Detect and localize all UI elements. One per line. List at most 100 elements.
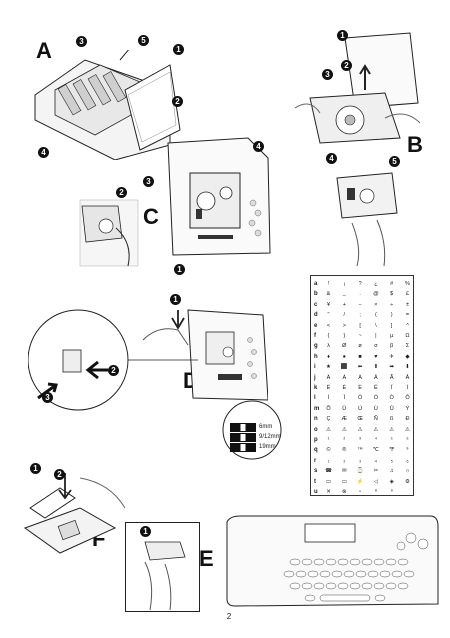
char-table-cell: Ò (389, 395, 394, 402)
char-table-row-label: r (314, 457, 317, 464)
char-table-cell: ⬇ (405, 364, 410, 371)
char-table-cell: ? (358, 281, 362, 287)
char-table-cell: ◁ (373, 478, 378, 485)
char-table-row-label: l (314, 395, 316, 402)
char-table-cell: Ø (342, 343, 347, 350)
char-table-cell: ▫ (359, 489, 362, 495)
char-table-cell: µ (390, 333, 394, 339)
char-table-cell (402, 486, 413, 498)
char-table-cell: ⁹ (406, 447, 409, 454)
char-table-row: a!¡?¿#% (311, 278, 415, 290)
char-table-cell: ■ (358, 353, 362, 360)
section-letter-c: C (143, 204, 159, 229)
char-table-cell: Ë (326, 385, 331, 391)
char-table-cell: ⁵ (390, 437, 393, 443)
char-table-row-label: o (314, 426, 318, 433)
char-table-cell: ⬛ (340, 364, 348, 371)
illustration-b-cassette-removal (294, 32, 421, 144)
illustration-e-keyboard (225, 515, 439, 607)
tape-width-19mm: 19mm (230, 443, 276, 452)
tape-swatch (230, 443, 256, 452)
char-table-row-label: g (314, 343, 318, 350)
char-table-cell: # (390, 281, 394, 287)
special-characters-table: a!¡?¿#%b&_.@$£c¥+−×÷±d"/;()=e<>[\]^f{}~|… (310, 275, 414, 496)
tape-width-label: 19mm (259, 444, 276, 450)
char-table-cell: À (358, 374, 362, 381)
char-table-cell: × (374, 301, 378, 308)
char-table-cell: ⚠ (389, 426, 395, 433)
char-table-row-label: m (314, 405, 320, 412)
char-table-cell: ¥ (326, 301, 331, 308)
char-table-cell: ] (390, 322, 393, 329)
char-table-cell: Σ (405, 343, 410, 350)
char-table-cell: λ (327, 343, 330, 350)
char-table-row: t▭▭⚡◁◈⚙ (311, 476, 415, 488)
char-table-row: e<>[\]^ (311, 320, 415, 332)
illustration-e-cut-lever (125, 522, 200, 612)
char-table-cell: ø (358, 343, 362, 350)
char-table-cell: ⊗ (341, 489, 347, 495)
illustration-d-tape-cut (28, 309, 268, 411)
char-table-cell: ⚠ (373, 426, 379, 433)
char-table-cell: . (359, 291, 361, 298)
char-table-cell: ◈ (389, 478, 394, 485)
char-table-cell: Å (405, 374, 410, 381)
tape-width-6mm: 6mm (230, 423, 272, 432)
char-table-cell: _ (342, 291, 346, 298)
callout-a-5: 5 (138, 35, 149, 46)
callout-a-1: 1 (173, 44, 184, 55)
char-table-cell: Ï (390, 385, 393, 391)
page-number: 2 (226, 612, 232, 621)
callout-c-2: 2 (116, 187, 127, 198)
callout-a-2: 2 (172, 96, 183, 107)
char-table-cell: ₃ (358, 457, 362, 464)
char-table-cell: σ (374, 343, 378, 350)
char-table-cell: ⁹ (390, 489, 393, 495)
char-table-cell: Ù (373, 405, 378, 412)
char-table-cell: > (342, 322, 346, 329)
char-table-cell: Û (389, 405, 394, 412)
char-table-cell: ™ (357, 447, 363, 454)
char-table-cell: ℉ (389, 447, 395, 454)
section-letter-e: E (199, 546, 214, 571)
char-table-cell: Ì (327, 395, 330, 402)
char-table-cell: Î (343, 395, 346, 402)
char-table-cell: ⚠ (357, 426, 363, 433)
char-table-cell: ♦ (327, 353, 330, 360)
char-table-cell: ✈ (389, 353, 394, 360)
char-table-cell: ^ (406, 322, 409, 329)
illustration-a-battery-compartment (34, 50, 181, 160)
char-table-row-label: c (314, 301, 318, 308)
char-table-cell: ✉ (341, 468, 347, 475)
char-table-cell: ₂ (343, 457, 346, 464)
char-table-cell: Õ (326, 405, 331, 412)
char-table-cell: Ç (326, 416, 331, 423)
tape-swatch (230, 423, 256, 432)
callout-f-2: 2 (54, 469, 65, 480)
callout-b-2: 2 (341, 60, 352, 71)
char-table-cell: Ã (389, 374, 394, 381)
char-table-cell: [ (359, 322, 361, 329)
char-table-cell: É (342, 385, 347, 391)
callout-e-1: 1 (140, 526, 151, 537)
char-table-cell: ♥ (374, 353, 378, 360)
char-table-row-label: i (314, 364, 316, 371)
char-table-row-label: b (314, 291, 318, 298)
char-table-cell: ₆ (406, 457, 409, 464)
char-table-cell: ! (327, 281, 330, 287)
illustration-b-cassette-insertion (336, 172, 398, 267)
char-table-cell: ⁴ (374, 437, 378, 443)
section-letter-b: B (407, 132, 423, 157)
char-table-cell: { (327, 333, 330, 339)
char-table-cell: } (343, 333, 346, 339)
char-table-cell: ℃ (372, 447, 379, 454)
char-table-cell: Ó (373, 395, 379, 402)
char-table-cell: + (342, 301, 346, 308)
char-table-cell: Ê (374, 385, 378, 391)
char-table-row-label: k (314, 385, 318, 391)
